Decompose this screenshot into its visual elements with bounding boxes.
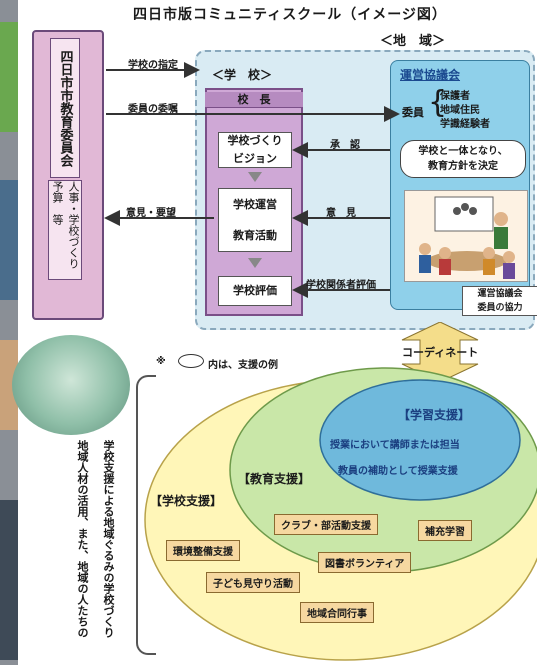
council-title: 運営協議会 bbox=[400, 68, 461, 82]
education-support-label: 【教育支援】 bbox=[238, 472, 311, 486]
speech-bubble: 学校と一体となり、 教育方針を決定 bbox=[400, 140, 526, 178]
members-prefix: 委員 bbox=[402, 106, 424, 119]
principal-header: 校 長 bbox=[205, 92, 303, 108]
label-appointment: 委員の委嘱 bbox=[128, 104, 178, 115]
support-item-club: クラブ・部活動支援 bbox=[274, 514, 378, 535]
support-item-library: 図書ボランティア bbox=[318, 552, 412, 573]
learning-support-item: 教員の補助として授業支援 bbox=[338, 466, 458, 477]
member-item: 学識経験者 bbox=[440, 119, 490, 130]
learning-support-label: 【学習支援】 bbox=[398, 408, 471, 422]
operations-line: 学校運営 bbox=[233, 197, 277, 211]
meeting-illustration bbox=[404, 190, 528, 282]
support-item-joint-events: 地域合同行事 bbox=[300, 602, 374, 623]
member-item: 保護者 bbox=[440, 91, 470, 102]
photo-thumbnail bbox=[0, 340, 18, 430]
label-approval: 承 認 bbox=[330, 140, 360, 151]
photo-thumbnail bbox=[0, 180, 18, 300]
member-item: 地域住民 bbox=[440, 105, 480, 116]
down-arrow bbox=[248, 258, 262, 268]
cooperation-line: 委員の協力 bbox=[477, 303, 523, 313]
community-text-line: 学校支援による地域ぐるみの学校づくり bbox=[102, 440, 115, 638]
community-support-text: 地域人材の活用、また、地域の人たちの 学校支援による地域ぐるみの学校づくり bbox=[60, 440, 130, 640]
meeting-scene-icon bbox=[419, 196, 515, 279]
coordinate-label: コーディネート bbox=[402, 346, 479, 359]
support-item-environment: 環境整備支援 bbox=[166, 540, 240, 561]
members-list: 保護者 地域住民 学識経験者 bbox=[440, 90, 490, 132]
support-item-watch: 子ども見守り活動 bbox=[206, 572, 300, 593]
label-stakeholder-evaluation: 学校関係者評価 bbox=[306, 280, 376, 291]
operations-box: 学校運営 教育活動 bbox=[218, 188, 292, 252]
learning-support-item: 授業において講師または担当 bbox=[330, 440, 460, 451]
photo-thumbnail bbox=[0, 500, 18, 660]
bracket bbox=[136, 375, 156, 655]
evaluation-box: 学校評価 bbox=[218, 276, 292, 306]
operations-line: 教育活動 bbox=[233, 228, 277, 242]
legend-oval-icon bbox=[178, 354, 204, 368]
label-designation: 学校の指定 bbox=[128, 60, 178, 71]
photo-thumbnail bbox=[0, 22, 18, 132]
coordinate-arrow-icon bbox=[401, 322, 479, 382]
legend-prefix: ※ bbox=[156, 356, 166, 367]
vision-line: ビジョン bbox=[233, 152, 277, 165]
vision-line: 学校づくり bbox=[227, 134, 283, 148]
diagram-title: 四日市版コミュニティスクール（イメージ図） bbox=[133, 7, 447, 23]
vision-box: 学校づくり ビジョン bbox=[218, 132, 292, 168]
down-arrow bbox=[248, 172, 262, 182]
photo-strip bbox=[0, 0, 18, 665]
school-support-label: 【学校支援】 bbox=[150, 494, 223, 508]
region-label: ＜地 域＞ bbox=[380, 34, 446, 49]
cooperation-line: 運営協議会 bbox=[477, 289, 523, 299]
bubble-line: 教育方針を決定 bbox=[428, 161, 498, 172]
community-text-line: 地域人材の活用、また、地域の人たちの bbox=[76, 440, 89, 638]
learning-support-oval bbox=[319, 379, 521, 501]
support-item-supplementary: 補充学習 bbox=[418, 520, 472, 541]
classroom-photo bbox=[12, 335, 130, 435]
council-cooperation-box: 運営協議会 委員の協力 bbox=[462, 286, 537, 316]
board-tasks: 人事・学校づくり予算 等 bbox=[48, 180, 82, 280]
legend-text: 内は、支援の例 bbox=[208, 360, 278, 371]
board-of-education-name: 四日市市教育委員会 bbox=[50, 38, 80, 178]
bubble-line: 学校と一体となり、 bbox=[418, 146, 508, 157]
label-opinion: 意 見 bbox=[326, 208, 356, 219]
school-label: ＜学 校＞ bbox=[212, 68, 273, 82]
members-brace: { bbox=[428, 85, 448, 120]
label-opinion-request: 意見・要望 bbox=[126, 208, 176, 219]
